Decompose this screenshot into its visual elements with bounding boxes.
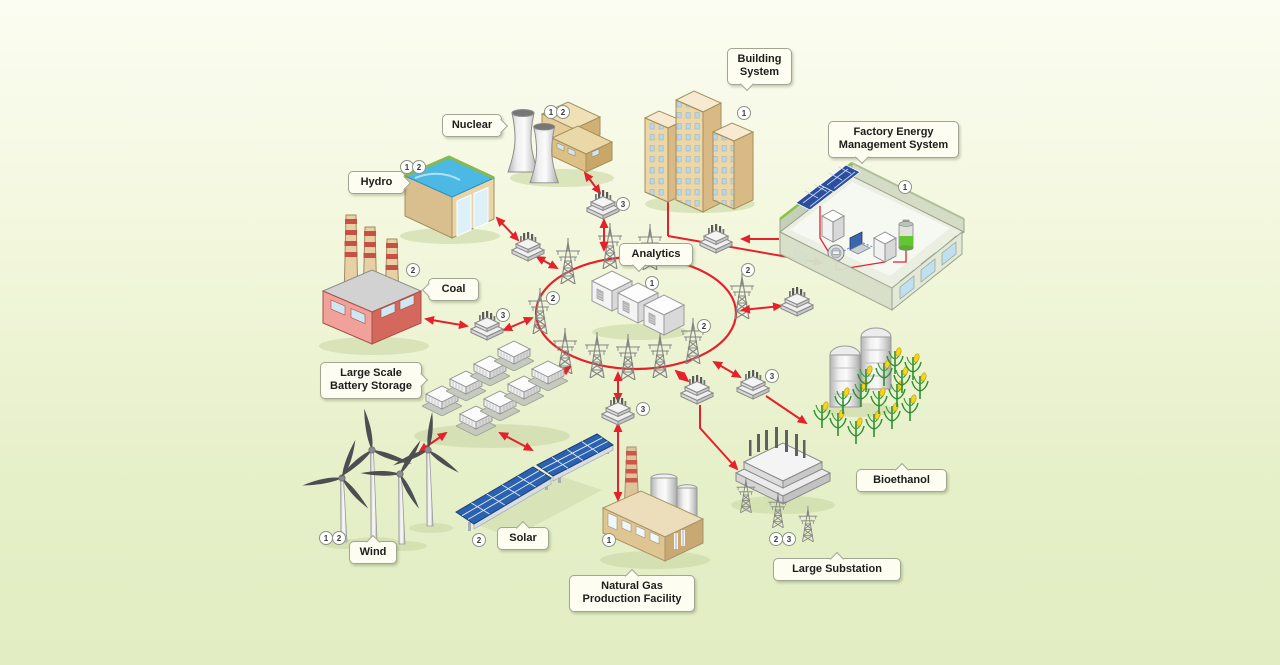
- callout-coal-label: Coal: [441, 283, 466, 295]
- callout-building-system: Building System: [727, 48, 792, 91]
- badge-wind-1: 1: [319, 531, 333, 545]
- badge-wind-2: 2: [332, 531, 346, 545]
- badge-substation-2: 2: [769, 532, 783, 546]
- badge-tower-left-2: 2: [546, 291, 560, 305]
- rooftop-solar-panels: [795, 164, 861, 211]
- badge-nuclear-2: 2: [556, 105, 570, 119]
- callout-fems: Factory Energy Management System: [828, 121, 959, 164]
- callout-analytics: Analytics: [619, 243, 693, 273]
- natural-gas-facility: [601, 446, 705, 562]
- battery-storage-units: [422, 341, 568, 436]
- callout-substation-label: Large Substation: [792, 563, 882, 575]
- callout-nuclear: Nuclear: [442, 114, 509, 138]
- factory-server-1: [821, 209, 845, 243]
- callout-analytics-label: Analytics: [631, 248, 681, 260]
- badge-solar-2: 2: [472, 533, 486, 547]
- factory-server-2: [873, 231, 897, 263]
- badge-natural-gas-1: 1: [602, 533, 616, 547]
- callout-natural-gas-label: Natural Gas Production Facility: [582, 580, 682, 606]
- callout-solar-label: Solar: [509, 532, 537, 544]
- badge-substation-transformer-3: 3: [765, 369, 779, 383]
- callout-bioethanol: Bioethanol: [856, 462, 947, 493]
- coal-plant: [321, 214, 423, 345]
- smart-meter-icon: [827, 244, 845, 262]
- badge-gas-transformer-3: 3: [636, 402, 650, 416]
- badge-substation-3: 3: [782, 532, 796, 546]
- callout-wind: Wind: [349, 534, 397, 565]
- callout-hydro: Hydro: [348, 171, 412, 195]
- callout-coal: Coal: [421, 278, 479, 302]
- badge-nuclear-transformer-3: 3: [616, 197, 630, 211]
- callout-bioethanol-label: Bioethanol: [873, 474, 930, 486]
- badge-building-system-1: 1: [737, 106, 751, 120]
- callout-wind-label: Wind: [359, 546, 387, 558]
- callout-natural-gas: Natural Gas Production Facility: [569, 568, 695, 612]
- callout-substation: Large Substation: [773, 551, 901, 582]
- badge-fems-1: 1: [898, 180, 912, 194]
- callout-battery-storage: Large Scale Battery Storage: [320, 362, 429, 399]
- callout-building-system-label: Building System: [737, 53, 782, 79]
- factory-energy-management-system: [779, 161, 965, 312]
- nuclear-plant: [507, 101, 614, 184]
- badge-hydro-2: 2: [412, 160, 426, 174]
- callout-battery-storage-label: Large Scale Battery Storage: [330, 367, 412, 393]
- large-substation: [734, 427, 832, 542]
- callout-hydro-label: Hydro: [360, 176, 393, 188]
- callout-fems-label: Factory Energy Management System: [838, 126, 949, 152]
- hydro-plant: [403, 155, 496, 239]
- battery-cell-icon: [898, 219, 914, 251]
- badge-tower-right-2: 2: [741, 263, 755, 277]
- solar-arrays: [455, 433, 614, 531]
- callout-solar: Solar: [497, 520, 549, 551]
- wind-turbines: [301, 408, 461, 545]
- badge-tower-bottom-right-2: 2: [697, 319, 711, 333]
- bioethanol-plant: [814, 327, 928, 444]
- building-system-towers: [643, 90, 755, 213]
- callout-nuclear-label: Nuclear: [451, 119, 493, 131]
- badge-analytics-1: 1: [645, 276, 659, 290]
- badge-coal-transformer-3: 3: [496, 308, 510, 322]
- badge-coal-2: 2: [406, 263, 420, 277]
- laptop-icon: [849, 231, 871, 255]
